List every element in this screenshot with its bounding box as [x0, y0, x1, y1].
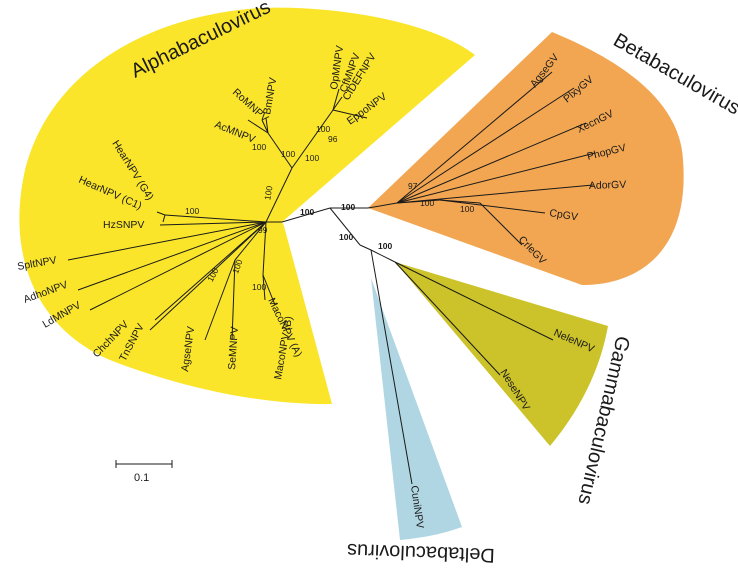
bootstrap-value: 100	[252, 282, 266, 292]
gammabaculovirus-region	[395, 262, 608, 446]
bootstrap-value: 100	[300, 207, 314, 217]
scale-bar-label: 0.1	[134, 472, 149, 484]
branch-root-alpha	[281, 207, 331, 223]
bootstrap-value: 100	[316, 124, 330, 134]
bootstrap-value: 99	[258, 225, 268, 235]
bootstrap-value: 100	[262, 185, 274, 201]
betabaculovirus-region	[368, 32, 684, 285]
bootstrap-value: 100	[230, 258, 244, 275]
bootstrap-value: 100	[378, 241, 392, 251]
tree-branches	[67, 71, 596, 485]
bootstrap-value: 100	[281, 149, 295, 159]
taxon-label: SeMNPV	[226, 326, 241, 370]
taxon-label: CpGV	[549, 207, 579, 223]
taxon-label: HzSNPV	[103, 219, 144, 231]
bootstrap-value: 96	[328, 134, 338, 144]
deltabaculovirus-region	[371, 278, 462, 540]
bootstrap-value: 100	[339, 232, 353, 242]
taxon-label: CuniNPV	[408, 485, 426, 529]
bootstrap-value: 100	[185, 206, 199, 216]
alphabaculovirus-region	[19, 7, 476, 405]
bootstrap-value: 100	[252, 142, 266, 152]
branch-root-gd	[329, 207, 361, 246]
bootstrap-value: 100	[341, 202, 355, 212]
bootstrap-value: 100	[460, 204, 474, 214]
genus-label-delta: Deltabaculovirus	[347, 539, 496, 566]
scale-bar: 0.1	[115, 460, 173, 484]
bootstrap-value: 100	[305, 153, 319, 163]
bootstrap-value: 100	[420, 198, 434, 208]
taxon-label: AdorGV	[589, 179, 627, 192]
bootstrap-value: 97	[408, 181, 418, 191]
